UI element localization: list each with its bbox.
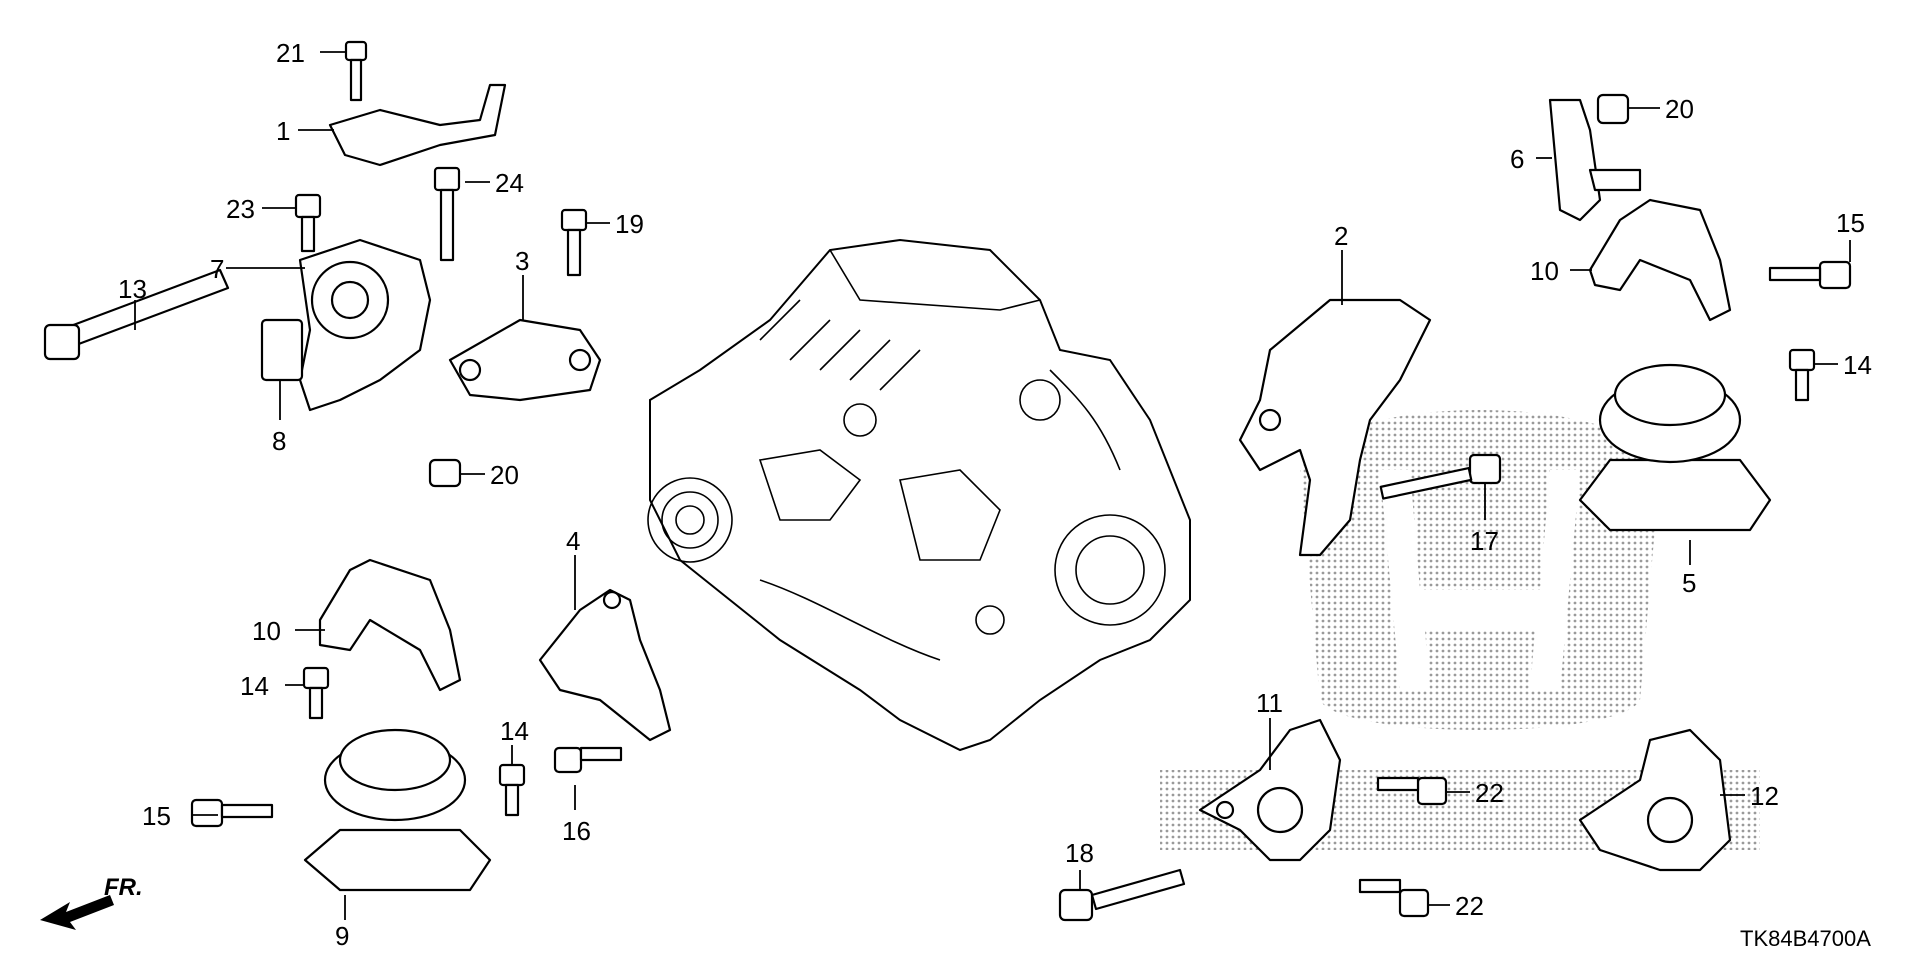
callout-14-right: 14 xyxy=(1843,350,1872,380)
front-direction-label: FR. xyxy=(104,874,143,901)
nut-20-left[interactable] xyxy=(428,458,462,488)
callout-labels: 21 1 23 24 19 7 3 13 8 20 10 4 14 14 15 … xyxy=(118,38,1872,951)
callout-3: 3 xyxy=(515,246,529,276)
callout-22-bottom: 22 xyxy=(1455,891,1484,921)
mount-11[interactable] xyxy=(1198,718,1342,862)
callout-12: 12 xyxy=(1750,781,1779,811)
bolt-18[interactable] xyxy=(1058,868,1186,922)
callout-2: 2 xyxy=(1334,221,1348,251)
bolt-15-right[interactable] xyxy=(1768,260,1852,290)
bolt-14-left[interactable] xyxy=(302,666,330,720)
bolt-15-left[interactable] xyxy=(190,798,274,828)
bolt-17[interactable] xyxy=(1379,453,1502,500)
nut-20-right[interactable] xyxy=(1596,93,1630,125)
callout-8: 8 xyxy=(272,426,286,456)
bracket-4[interactable] xyxy=(538,588,672,742)
callout-11: 11 xyxy=(1256,688,1283,718)
callout-5: 5 xyxy=(1682,568,1696,598)
callout-7: 7 xyxy=(210,254,224,284)
bracket-1[interactable] xyxy=(328,83,507,167)
callout-14-left: 14 xyxy=(240,671,269,701)
bracket-10-left[interactable] xyxy=(318,558,462,692)
front-direction-arrow: FR. xyxy=(40,874,143,930)
callout-17: 17 xyxy=(1470,526,1499,556)
callout-21: 21 xyxy=(276,38,305,68)
clip-8[interactable] xyxy=(260,318,304,382)
bolt-24[interactable] xyxy=(433,166,461,262)
bracket-6[interactable] xyxy=(1548,98,1642,222)
mount-12[interactable] xyxy=(1578,728,1732,872)
callout-14-middle: 14 xyxy=(500,716,529,746)
drawing-code: TK84B4700A xyxy=(1740,926,1871,951)
callout-22-top: 22 xyxy=(1475,778,1504,808)
mount-9[interactable] xyxy=(303,728,492,892)
callout-15-left: 15 xyxy=(142,801,171,831)
engine-assembly xyxy=(647,238,1191,752)
callout-20-right: 20 xyxy=(1665,94,1694,124)
callout-18: 18 xyxy=(1065,838,1094,868)
callout-1: 1 xyxy=(276,116,290,146)
bracket-3[interactable] xyxy=(448,318,602,402)
bolt-23[interactable] xyxy=(294,193,322,253)
callout-24: 24 xyxy=(495,168,524,198)
bolt-14-right[interactable] xyxy=(1788,348,1816,402)
callout-10-right: 10 xyxy=(1530,256,1559,286)
mount-7[interactable] xyxy=(298,238,432,412)
leader-lines xyxy=(134,51,1851,920)
bolt-14-middle[interactable] xyxy=(498,763,526,817)
bolt-21[interactable] xyxy=(344,40,368,102)
bracket-2[interactable] xyxy=(1238,298,1432,557)
callout-15-right: 15 xyxy=(1836,208,1865,238)
callout-19: 19 xyxy=(615,209,644,239)
callout-10-left: 10 xyxy=(252,616,281,646)
mount-5[interactable] xyxy=(1578,363,1772,532)
bolt-19[interactable] xyxy=(560,208,588,277)
callout-13: 13 xyxy=(118,274,147,304)
callout-16: 16 xyxy=(562,816,591,846)
bracket-10-right[interactable] xyxy=(1588,198,1732,322)
bolt-22-bottom[interactable] xyxy=(1358,878,1430,918)
callout-6: 6 xyxy=(1510,144,1524,174)
callout-23: 23 xyxy=(226,194,255,224)
callout-4: 4 xyxy=(566,526,580,556)
bolt-13[interactable] xyxy=(43,268,230,361)
callout-9: 9 xyxy=(335,921,349,951)
bolt-22-top[interactable] xyxy=(1376,776,1448,806)
callout-20-left: 20 xyxy=(490,460,519,490)
bolt-16[interactable] xyxy=(553,746,623,774)
